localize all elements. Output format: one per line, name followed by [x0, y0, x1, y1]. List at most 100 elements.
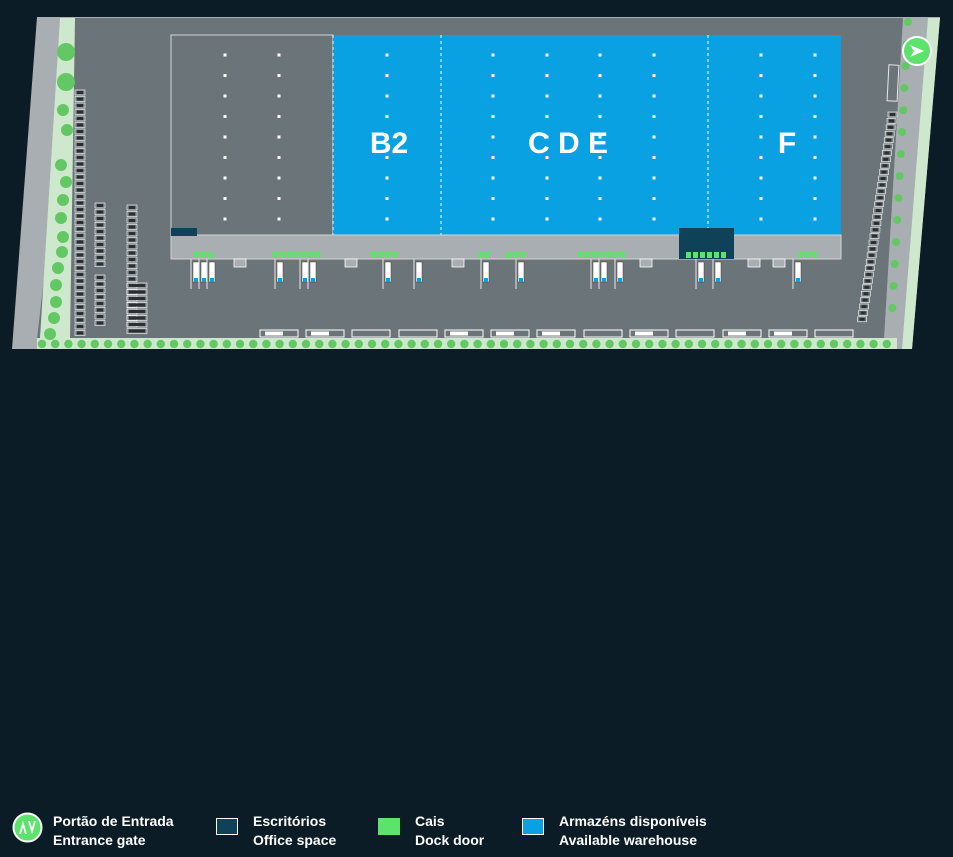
tree: [552, 339, 561, 349]
column-dot: [385, 197, 389, 200]
parked-car: [77, 299, 83, 302]
tree: [803, 339, 812, 349]
column-dot: [277, 156, 281, 159]
parked-car: [871, 234, 877, 238]
legend-warehouse-en: Available warehouse: [559, 832, 697, 848]
parking-bay: [74, 213, 86, 219]
warehouse-block-b2: [333, 35, 441, 235]
parking-bay: [94, 307, 106, 313]
tree: [901, 62, 910, 70]
column-dot: [277, 197, 281, 200]
truck-cab: [202, 278, 206, 282]
tree: [816, 339, 825, 349]
parked-car: [129, 284, 145, 287]
column-dot: [277, 74, 281, 77]
tree: [526, 339, 535, 349]
dock-door: [392, 252, 397, 258]
column-dot: [652, 115, 656, 118]
parking-bay: [74, 265, 86, 271]
tree: [433, 339, 443, 349]
parked-car: [861, 305, 867, 308]
column-dot: [652, 156, 656, 159]
parking-bay: [862, 284, 872, 291]
tree: [592, 339, 601, 349]
warehouse-swatch: [522, 818, 544, 835]
tree: [90, 339, 100, 349]
parked-car: [77, 195, 83, 198]
column-dot: [491, 176, 495, 180]
parking-bay: [444, 329, 484, 338]
tree: [645, 339, 654, 349]
parked-car: [97, 282, 103, 286]
legend-label-warehouse: Armazéns disponíveis Available warehouse: [559, 812, 707, 850]
parking-bay: [126, 230, 138, 237]
parking-bay: [74, 206, 86, 213]
parked-car: [869, 253, 875, 257]
parking-bay: [126, 263, 138, 269]
tree: [896, 150, 905, 158]
parking-bay: [94, 209, 106, 215]
parking-bay: [863, 278, 873, 284]
parked-car: [77, 182, 83, 185]
parking-bay: [887, 111, 898, 118]
parking-bay: [873, 207, 884, 214]
parked-car: [875, 209, 881, 212]
tree: [55, 212, 67, 224]
parking-bay: [74, 180, 86, 187]
grass-strip-left: [40, 18, 75, 338]
column-dot: [598, 115, 602, 118]
column-dot: [545, 74, 549, 77]
parked-car: [874, 215, 880, 219]
tree: [894, 194, 903, 202]
parked-car: [97, 321, 103, 325]
tree: [888, 304, 897, 312]
column-dot: [491, 197, 495, 200]
marker: [639, 258, 653, 268]
legend-label-gate: Portão de Entrada Entrance gate: [53, 812, 174, 850]
tree: [843, 339, 852, 349]
entrance-gate-icon[interactable]: [902, 36, 932, 66]
tree: [790, 339, 799, 349]
entrance-gate-icon: [12, 812, 43, 843]
dock-door: [686, 252, 691, 258]
parked-car: [871, 241, 877, 244]
parking-bay: [74, 109, 86, 115]
dock-door: [693, 252, 698, 258]
parked-car: [77, 175, 83, 179]
marker: [233, 258, 247, 268]
parking-bay: [884, 130, 895, 137]
tree: [898, 128, 906, 136]
parked-car: [77, 188, 83, 192]
parked-car: [888, 125, 894, 129]
column-dot: [813, 74, 817, 77]
parked-car: [97, 302, 103, 305]
parked-car: [728, 331, 746, 336]
parked-car: [865, 279, 871, 283]
dock-doors: [194, 252, 817, 258]
column-dot: [598, 217, 602, 221]
parking-bay: [871, 220, 882, 227]
parked-car: [77, 123, 83, 127]
tree: [486, 339, 495, 349]
tree: [341, 339, 350, 349]
parked-car: [129, 206, 135, 209]
tree: [64, 339, 73, 349]
site-plan: B2 C D E F: [12, 17, 940, 349]
tree: [196, 339, 205, 349]
tree: [37, 339, 47, 349]
tree: [381, 339, 390, 349]
parking-bay: [94, 222, 106, 228]
column-dot: [491, 115, 495, 118]
column-dot: [598, 197, 602, 200]
parking-bay: [126, 211, 138, 217]
parked-car: [97, 289, 103, 292]
tree: [51, 339, 60, 349]
dock-door: [700, 252, 705, 258]
truck-cab: [194, 278, 198, 282]
parked-car: [77, 169, 83, 172]
truck-cab: [303, 278, 307, 282]
tree: [301, 339, 311, 349]
column-dot: [223, 176, 227, 180]
dock-door: [506, 252, 511, 258]
parking-bay: [126, 289, 148, 295]
